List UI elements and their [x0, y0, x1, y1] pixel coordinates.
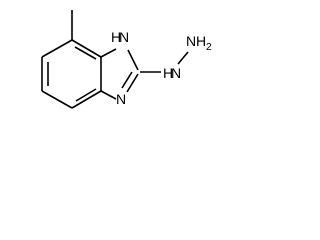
- ring-nh-h-label: H: [111, 29, 121, 45]
- imidazole-double-bond-c2-n3: [121, 71, 133, 89]
- imidazole-bond-c7a-n1: [100, 48, 117, 58]
- benzene-double-bond-inner-3: [74, 46, 97, 60]
- hydrazine-n2-label: N: [186, 33, 196, 49]
- benzene-bond-4: [71, 90, 102, 109]
- benzene-bond-6: [71, 39, 102, 58]
- imidazole-bond-n3-c3a: [100, 90, 117, 100]
- hydrazine-n1-label: N: [171, 65, 181, 81]
- benzimidazole-structure-diagram: H N N H N N H 2: [41, 10, 212, 109]
- imidazole-bond-n1-c2: [127, 49, 139, 71]
- ring-nh-n-label: N: [119, 29, 129, 45]
- benzene-bond-1: [41, 39, 73, 58]
- imidazole-bond-c2-n3: [126, 73, 139, 93]
- hydrazine-h2-subscript: 2: [206, 42, 212, 53]
- benzene-bond-3: [41, 90, 73, 109]
- hydrazine-h-label: H: [163, 65, 173, 81]
- ring-n-label: N: [116, 91, 126, 107]
- benzene-double-bond-inner-2: [75, 88, 97, 102]
- hydrazine-h2-label: H: [196, 33, 206, 49]
- hydrazine-bond-n-n: [177, 51, 189, 65]
